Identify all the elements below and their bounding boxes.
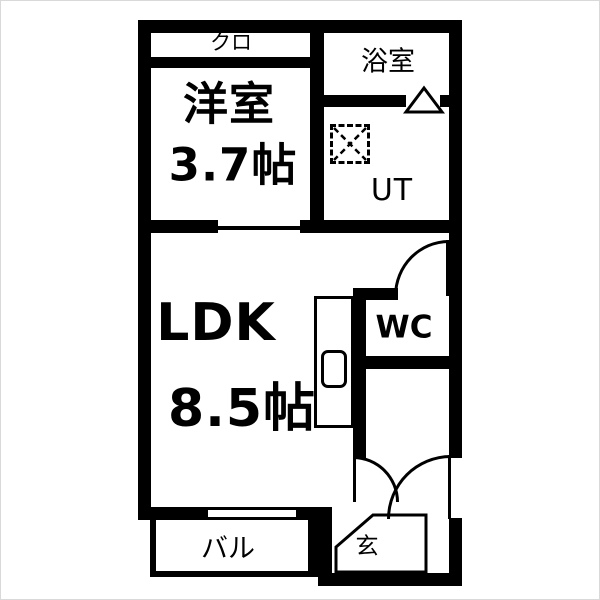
wall [138,20,151,520]
room-label-closet: クロ [210,30,252,55]
wall [440,95,449,107]
wall [318,573,462,586]
wc-door-arc-icon [394,240,449,296]
room-size-western-room: 3.7帖 [168,138,298,192]
wall [318,507,332,586]
balcony-wall [308,520,318,577]
kitchen-sink-icon [321,350,347,388]
hall-door-arc-icon [353,456,399,502]
wall [138,507,208,520]
wall [353,356,453,369]
room-label-entrance: 玄 [355,533,379,560]
sliding-door-line [218,226,300,230]
room-label-ldk: LDK [156,293,276,353]
entrance-floor-outline [334,513,428,574]
balcony-wall [150,571,318,577]
room-label-toilet: WC [375,309,433,346]
wall [353,288,366,458]
wall [353,288,398,300]
wall [324,95,406,107]
wall [449,20,462,458]
wall [151,57,310,68]
bath-door-icon [403,85,445,114]
wall [310,20,324,233]
wall [138,220,218,233]
room-label-utility: UT [370,173,414,208]
balcony-wall [150,520,156,577]
washing-machine-icon [330,124,370,164]
room-label-bathroom: 浴室 [361,46,415,78]
room-label-western-room: 洋室 [182,77,276,131]
wall [300,220,462,233]
wall [138,20,462,33]
balcony-window [208,507,296,520]
room-label-balcony: バル [201,533,255,565]
wall [449,518,462,586]
room-size-ldk: 8.5帖 [167,379,317,439]
